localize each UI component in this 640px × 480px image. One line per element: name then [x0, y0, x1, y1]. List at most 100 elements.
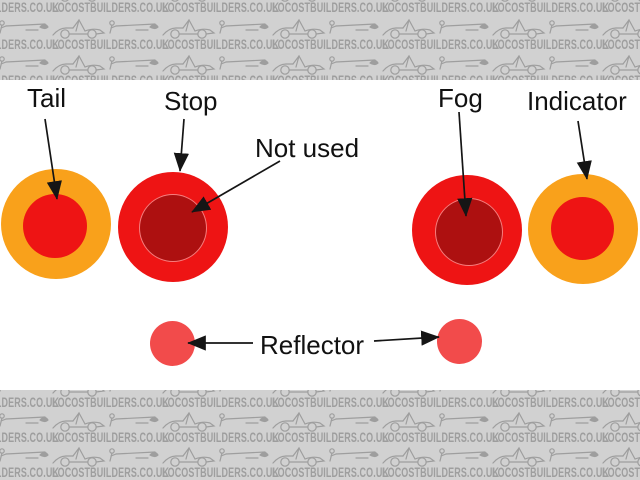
reflector-label: Reflector [260, 330, 365, 360]
watermark-site-text: LOCOSTBUILDERS.CO.UK [272, 394, 390, 410]
locost-car-icon [501, 0, 536, 2]
light-cluster-diagram: Tail Stop Not used Fog Indicator Reflect… [0, 80, 640, 390]
watermark-site-text: LOCOSTBUILDERS.CO.UK [52, 36, 170, 52]
watermark-site-text: LOCOSTBUILDERS.CO.UK [52, 429, 170, 445]
fog-label: Fog [438, 83, 483, 113]
locost-car-icon [382, 18, 489, 39]
watermark-tile: LOCOSTBUILDERS.CO.UK [162, 18, 279, 54]
watermark-tile: LOCOSTBUILDERS.CO.UK [0, 18, 59, 54]
watermark-tile: LOCOSTBUILDERS.CO.UK [0, 411, 59, 447]
watermark-tile: LOCOSTBUILDERS.CO.UK [52, 446, 170, 480]
watermark-site-text: LOCOSTBUILDERS.CO.UK [382, 429, 500, 445]
watermark-site-text: LOCOSTBUILDERS.CO.UK [162, 464, 280, 480]
reflector-right [437, 319, 482, 364]
watermark-tile: LOCOSTBUILDERS.CO.UK [492, 390, 609, 412]
watermark-tile: LOCOSTBUILDERS.CO.UK [162, 54, 280, 80]
watermark-site-text: LOCOSTBUILDERS.CO.UK [492, 36, 610, 52]
watermark-site-text: LOCOSTBUILDERS.CO.UK [492, 429, 610, 445]
locost-car-icon [492, 54, 599, 75]
watermark-site-text: LOCOSTBUILDERS.CO.UK [382, 36, 500, 52]
locost-car-icon [272, 18, 379, 39]
locost-car-icon [0, 413, 49, 427]
watermark-site-text: LOCOSTBUILDERS.CO.UK [602, 394, 640, 410]
locost-car-icon [52, 411, 159, 432]
watermark-site-text: LOCOSTBUILDERS.CO.UK [602, 464, 640, 480]
locost-car-icon [382, 390, 441, 397]
locost-car-icon [272, 54, 379, 75]
indicator-arrow [576, 120, 592, 180]
watermark-site-text: LOCOSTBUILDERS.CO.UK [162, 72, 280, 80]
watermark-site-text: LOCOSTBUILDERS.CO.UK [272, 429, 390, 445]
watermark-tile: LOCOSTBUILDERS.CO.UK [602, 54, 640, 80]
watermark-tile: LOCOSTBUILDERS.CO.UK [0, 390, 59, 412]
watermark-site-text: LOCOSTBUILDERS.CO.UK [162, 394, 280, 410]
watermark-tile: LOCOSTBUILDERS.CO.UK [492, 54, 609, 80]
watermark-tile: LOCOSTBUILDERS.CO.UK [492, 18, 610, 54]
watermark-site-text: LOCOSTBUILDERS.CO.UK [52, 464, 170, 480]
watermark-tile: LOCOSTBUILDERS.CO.UK [0, 0, 59, 17]
watermark-tile: LOCOSTBUILDERS.CO.UK [272, 446, 390, 480]
watermark-site-text: LOCOSTBUILDERS.CO.UK [272, 464, 390, 480]
watermark-tile: LOCOSTBUILDERS.CO.UK [492, 411, 610, 447]
watermark-tile: LOCOSTBUILDERS.CO.UK [272, 411, 390, 447]
locost-car-icon [492, 390, 551, 397]
watermark-tile: LOCOSTBUILDERS.CO.UK [162, 446, 280, 480]
watermark-site-text: LOCOSTBUILDERS.CO.UK [382, 0, 500, 15]
indicator-label: Indicator [527, 86, 627, 116]
locost-car-icon [162, 390, 221, 397]
watermark-tile: LOCOSTBUILDERS.CO.UK [162, 390, 280, 412]
fog-light-outer-lens [412, 175, 522, 285]
reflector-left [150, 321, 195, 366]
watermark-site-text: LOCOSTBUILDERS.CO.UK [602, 0, 640, 15]
watermark-band-top: LOCOSTBUILDERS.CO.UKLOCOSTBUILDERS.CO.UK… [0, 0, 640, 80]
locost-car-icon [272, 411, 379, 432]
locost-car-icon [272, 390, 331, 397]
locost-car-icon [162, 54, 269, 75]
locost-car-icon [281, 0, 316, 2]
indicator-light-outer-lens [528, 174, 638, 284]
indicator-light-inner-lens [551, 197, 614, 260]
watermark-tile: LOCOSTBUILDERS.CO.UK [602, 18, 640, 54]
locost-car-icon [0, 20, 49, 34]
tail-light-outer-lens [1, 169, 111, 279]
watermark-tile: LOCOSTBUILDERS.CO.UK [52, 18, 170, 54]
locost-car-icon [52, 390, 111, 397]
locost-car-icon [602, 390, 640, 397]
watermark-tile: LOCOSTBUILDERS.CO.UK [52, 54, 170, 80]
watermark-tile: LOCOSTBUILDERS.CO.UK [0, 446, 60, 480]
watermark-tile: LOCOSTBUILDERS.CO.UK [382, 411, 500, 447]
watermark-tile: LOCOSTBUILDERS.CO.UK [382, 18, 500, 54]
watermark-tile: LOCOSTBUILDERS.CO.UK [602, 411, 640, 447]
watermark-tile: LOCOSTBUILDERS.CO.UK [382, 0, 500, 17]
stop-label: Stop [164, 86, 218, 116]
locost-car-icon [0, 56, 49, 70]
locost-car-icon [272, 446, 379, 467]
locost-car-icon [61, 0, 96, 2]
locost-car-icon [52, 18, 159, 39]
locost-car-icon [0, 448, 49, 462]
watermark-site-text: LOCOSTBUILDERS.CO.UK [382, 72, 500, 80]
watermark-tile: LOCOSTBUILDERS.CO.UK [382, 54, 500, 80]
watermark-site-text: LOCOSTBUILDERS.CO.UK [0, 464, 60, 480]
locost-car-icon [492, 446, 599, 467]
stop-light-inner-lens-not-used [140, 195, 206, 261]
locost-car-icon [382, 411, 489, 432]
watermark-site-text: LOCOSTBUILDERS.CO.UK [492, 464, 610, 480]
watermark-site-text: LOCOSTBUILDERS.CO.UK [272, 72, 390, 80]
watermark-site-text: LOCOSTBUILDERS.CO.UK [272, 36, 390, 52]
stop-light-outer-lens [118, 172, 228, 282]
watermark-site-text: LOCOSTBUILDERS.CO.UK [162, 429, 280, 445]
locost-car-icon [52, 54, 159, 75]
watermark-tile: LOCOSTBUILDERS.CO.UK [602, 446, 640, 480]
watermark-site-text: LOCOSTBUILDERS.CO.UK [52, 72, 170, 80]
watermark-tile: LOCOSTBUILDERS.CO.UK [162, 0, 279, 17]
watermark-tile: LOCOSTBUILDERS.CO.UK [272, 0, 390, 17]
reflector-right-arrow [373, 330, 440, 346]
watermark-site-text: LOCOSTBUILDERS.CO.UK [0, 72, 60, 80]
locost-car-icon [611, 0, 640, 2]
fog-light-inner-lens [436, 199, 502, 265]
locost-car-icon [52, 446, 159, 467]
watermark-site-text: LOCOSTBUILDERS.CO.UK [272, 0, 390, 15]
watermark-tile: LOCOSTBUILDERS.CO.UK [52, 390, 169, 412]
watermark-band-bottom: LOCOSTBUILDERS.CO.UKLOCOSTBUILDERS.CO.UK… [0, 390, 640, 480]
